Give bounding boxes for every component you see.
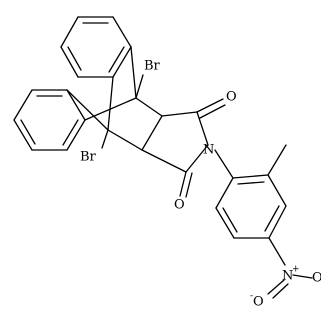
nitro-n-label: N [282, 269, 293, 284]
bicyclic-bridge [66, 46, 163, 151]
atom-o-lower: O [174, 198, 185, 213]
br-top-label: Br [144, 59, 161, 74]
imide-n-label: N [203, 143, 214, 158]
atom-br-bottom: Br [80, 150, 97, 165]
nitro-o-left-label: O [253, 295, 264, 309]
atom-n-nitro: N + [282, 265, 300, 284]
atom-o-nitro-right: O [312, 271, 321, 286]
nitro-group [267, 274, 313, 299]
nitro-n-charge: + [292, 265, 300, 275]
succinimide-ring [141, 98, 226, 198]
carbonyl-o-upper-label: O [226, 90, 237, 105]
br-bottom-label: Br [80, 150, 97, 165]
carbonyl-o-lower-label: O [174, 198, 185, 213]
atom-o-upper: O [226, 90, 237, 105]
atom-n-imide: N [203, 143, 214, 158]
upper-benzene-ring [60, 16, 132, 78]
nitro-o-charge: - [250, 292, 253, 302]
lower-benzene-ring [13, 89, 86, 151]
nitro-o-right-label: O [312, 271, 321, 286]
atom-o-nitro-left: O - [250, 292, 264, 309]
nitrotolyl-ring [214, 144, 287, 266]
atom-br-top: Br [144, 59, 161, 74]
